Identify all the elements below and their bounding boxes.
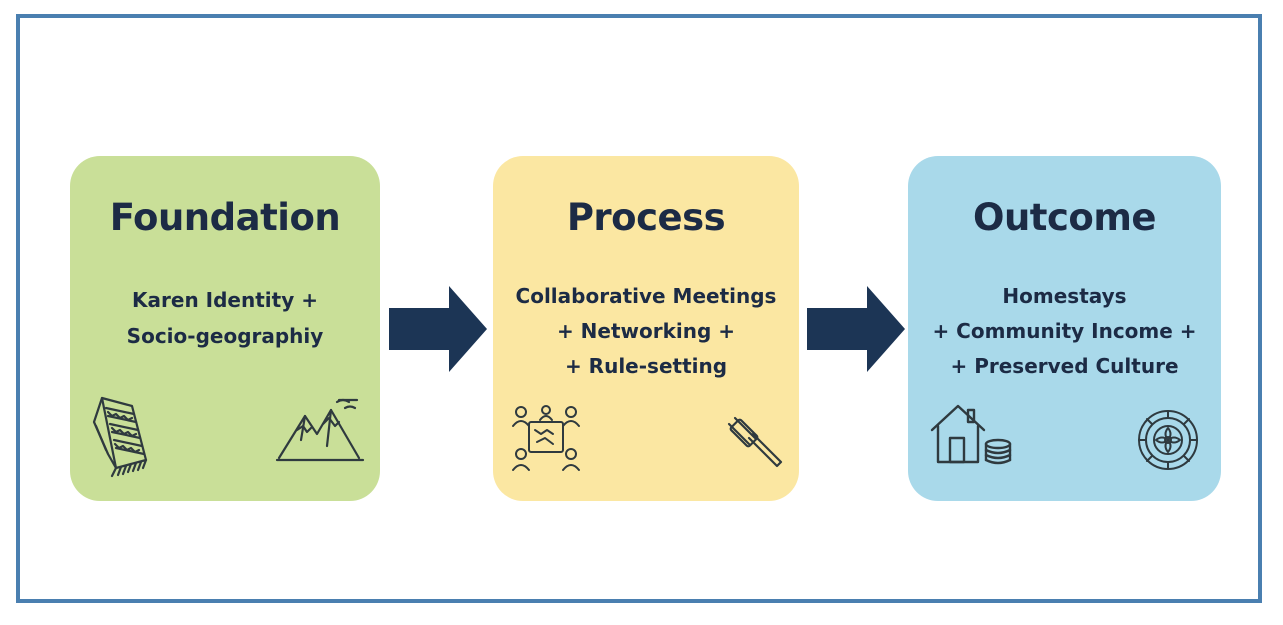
foundation-line-2: Socio-geographiy [126, 324, 324, 348]
process-line-1: Collaborative Meetings [515, 284, 777, 308]
foundation-line-1: Karen Identity + [132, 288, 318, 312]
foundation-title: Foundation [109, 196, 341, 239]
woven-textile-icon [88, 392, 158, 482]
process-title: Process [566, 196, 726, 239]
process-line-3: + Rule-setting [564, 354, 728, 378]
meeting-table-icon [511, 402, 581, 472]
process-line-2: + Networking + [556, 319, 736, 343]
outcome-line-2: + Community Income + [932, 319, 1197, 343]
outcome-box: Outcome Homestays + Community Income + +… [908, 156, 1221, 501]
foundation-box: Foundation Karen Identity + Socio-geogra… [70, 156, 380, 501]
arrow-foundation-to-process [389, 286, 489, 372]
outcome-line-1: Homestays [1002, 284, 1127, 308]
gavel-icon [725, 410, 785, 470]
outcome-title: Outcome [973, 196, 1156, 239]
outcome-line-3: + Preserved Culture [950, 354, 1179, 378]
cultural-emblem-icon [1136, 408, 1200, 472]
process-box: Process Collaborative Meetings + Network… [493, 156, 799, 501]
arrow-process-to-outcome [807, 286, 907, 372]
mountains-icon [275, 396, 365, 466]
house-coins-icon [928, 400, 1018, 470]
